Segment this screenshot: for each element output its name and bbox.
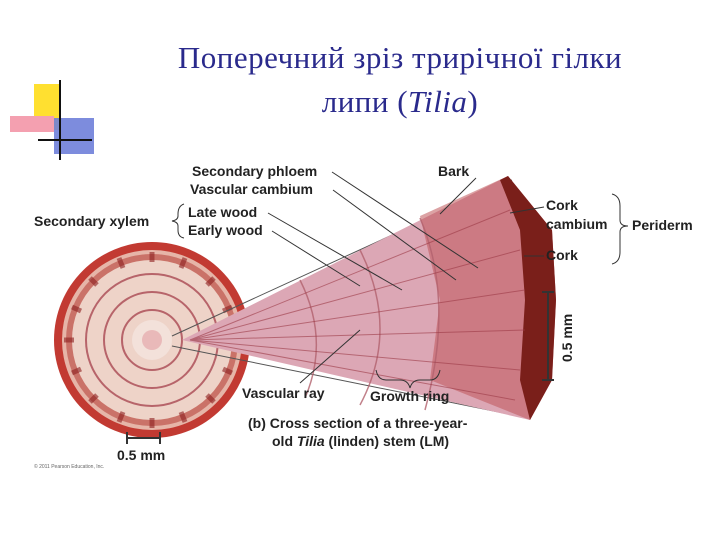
label-secondary-phloem: Secondary phloem [192, 163, 317, 179]
caption-line1: (b) Cross section of a three-year- [248, 415, 468, 431]
copyright-notice: © 2011 Pearson Education, Inc. [34, 463, 104, 470]
label-scale-vertical: 0.5 mm [559, 314, 575, 362]
title-line2-genus: Tilia [408, 84, 468, 119]
title-line2-prefix: липи ( [321, 84, 409, 119]
label-scale-horizontal: 0.5 mm [117, 447, 165, 463]
label-vascular-ray: Vascular ray [242, 385, 325, 401]
slide-title-line2: липи (Tilia) [95, 80, 705, 124]
label-cork-cambium-line2: cambium [546, 216, 607, 232]
stem-cross-section [54, 242, 250, 438]
title-line2-suffix: ) [467, 84, 479, 119]
label-late-wood: Late wood [188, 204, 257, 220]
slide-title: Поперечний зріз трирічної гілки липи (Ti… [95, 36, 705, 124]
enlarged-wedge [182, 176, 556, 420]
label-secondary-xylem: Secondary xylem [34, 213, 149, 229]
label-bark: Bark [438, 163, 469, 179]
label-vascular-cambium: Vascular cambium [190, 181, 313, 197]
slide-bullet-decoration [10, 80, 94, 160]
label-growth-ring: Growth ring [370, 388, 449, 404]
label-cork: Cork [546, 247, 578, 263]
caption-line2: old Tilia (linden) stem (LM) [272, 433, 449, 449]
label-cork-cambium-line1: Cork [546, 197, 578, 213]
label-periderm: Periderm [632, 217, 693, 233]
slide-title-line1: Поперечний зріз трирічної гілки [177, 40, 623, 75]
leader-lines [126, 171, 629, 444]
label-early-wood: Early wood [188, 222, 263, 238]
